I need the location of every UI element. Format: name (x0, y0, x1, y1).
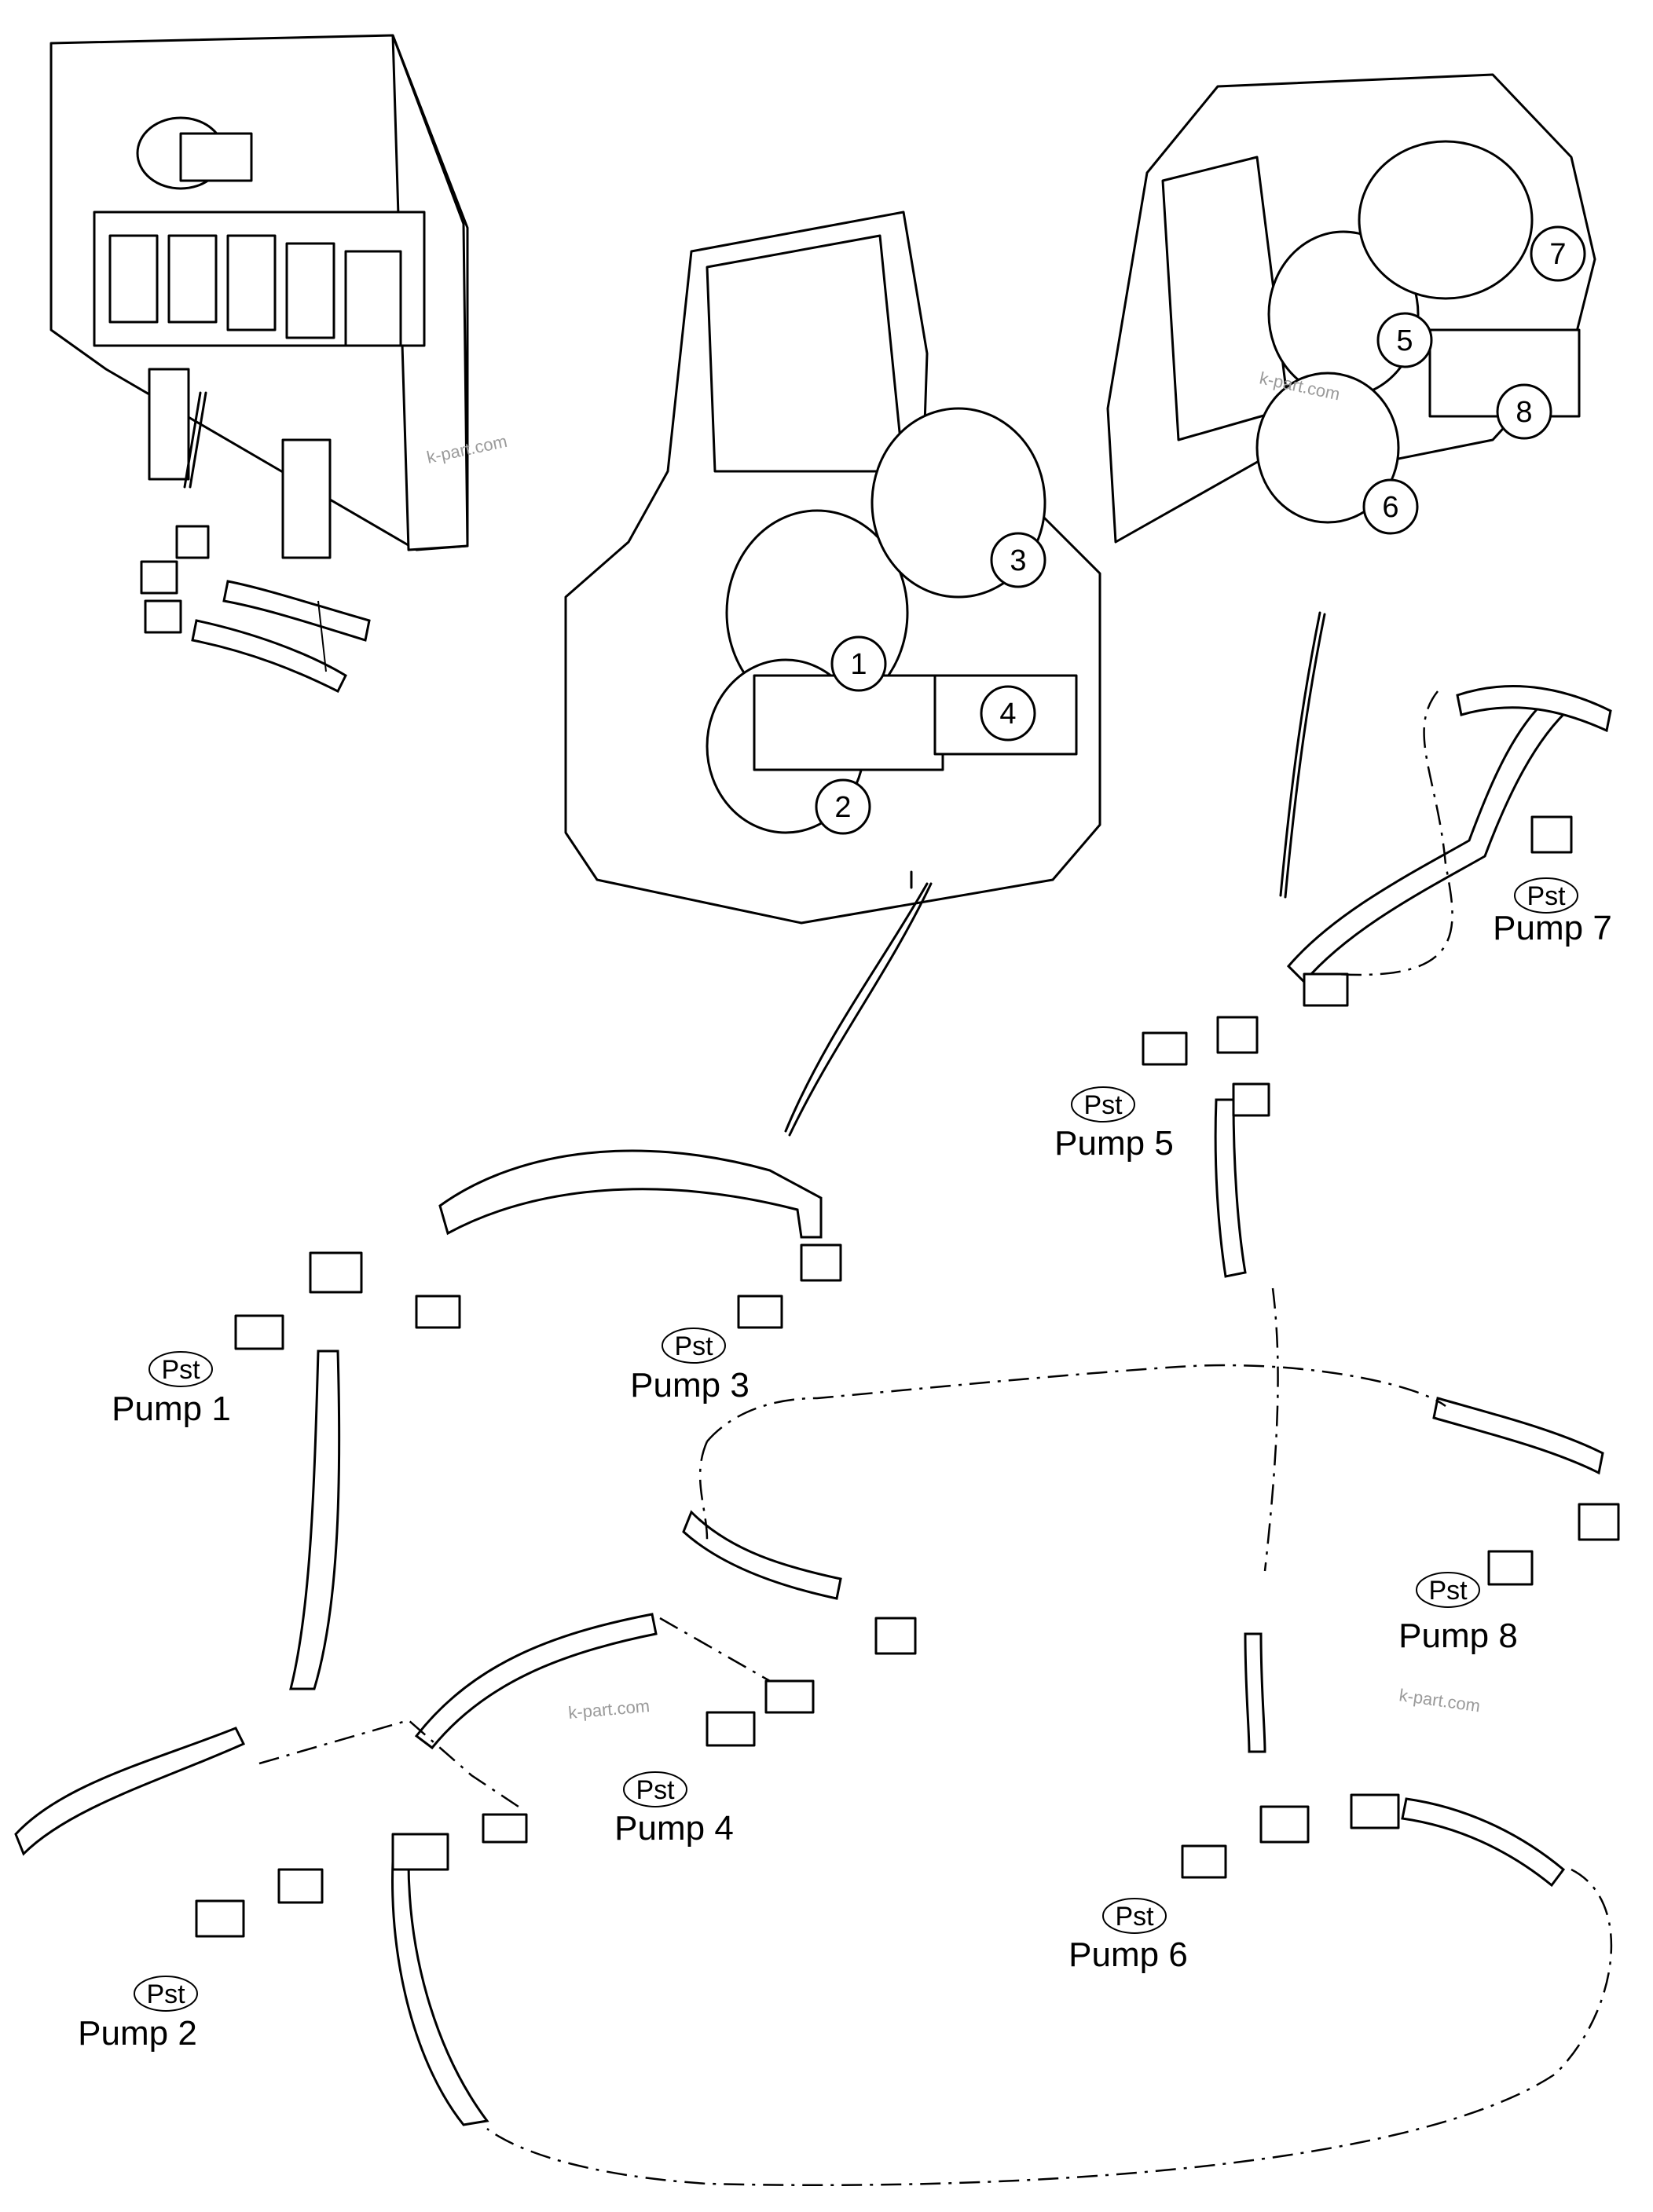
svg-text:Pst: Pst (1115, 1902, 1154, 1932)
hose-assembly-right (1142, 685, 1620, 1888)
pump-7-label: Pst Pump 7 (1493, 877, 1612, 947)
svg-text:Pst: Pst (674, 1331, 713, 1361)
svg-text:Pst: Pst (161, 1355, 200, 1385)
svg-text:Pump 3: Pump 3 (630, 1366, 750, 1404)
svg-text:Pump 4: Pump 4 (614, 1809, 734, 1848)
svg-text:Pst: Pst (1428, 1576, 1468, 1606)
svg-text:3: 3 (1010, 544, 1026, 577)
control-cabinet (49, 34, 469, 559)
pump-2-label: Pst Pump 2 (78, 1976, 198, 2053)
callout-5: 5 (1376, 312, 1433, 368)
svg-text:Pst: Pst (1527, 881, 1566, 911)
hose-assembly-left (14, 1149, 917, 2126)
machine-b (1106, 73, 1596, 899)
callout-8: 8 (1496, 383, 1552, 440)
svg-text:Pst: Pst (636, 1775, 675, 1805)
callout-7: 7 (1530, 225, 1586, 282)
cabinet-fittings (140, 525, 371, 694)
pump-3-label: Pst Pump 3 (630, 1328, 750, 1404)
svg-text:Pump 7: Pump 7 (1493, 909, 1612, 947)
callout-6: 6 (1362, 478, 1419, 535)
svg-text:Pst: Pst (146, 1979, 185, 2009)
svg-text:6: 6 (1382, 491, 1398, 524)
callout-4: 4 (980, 685, 1036, 742)
svg-text:4: 4 (999, 698, 1016, 731)
pump-1-label: Pst Pump 1 (112, 1351, 231, 1428)
svg-text:Pump 8: Pump 8 (1398, 1617, 1518, 1655)
routing-lines (486, 1364, 1613, 2187)
callout-3: 3 (990, 532, 1046, 588)
svg-text:1: 1 (850, 648, 867, 681)
svg-text:Pump 6: Pump 6 (1068, 1936, 1188, 1974)
pump-4-label: Pst Pump 4 (614, 1771, 734, 1848)
pump-6-label: Pst Pump 6 (1068, 1898, 1188, 1974)
svg-text:5: 5 (1396, 324, 1413, 357)
svg-text:8: 8 (1516, 396, 1532, 429)
callout-1: 1 (830, 635, 887, 692)
svg-text:Pump 1: Pump 1 (112, 1390, 231, 1428)
pump-5-label: Pst Pump 5 (1054, 1086, 1174, 1163)
svg-text:Pst: Pst (1083, 1090, 1123, 1120)
watermark: k-part.com (1398, 1685, 1481, 1716)
svg-text:7: 7 (1549, 238, 1566, 271)
callout-2: 2 (815, 778, 871, 835)
watermark: k-part.com (567, 1696, 651, 1723)
pump-8-label: Pst Pump 8 (1398, 1572, 1518, 1655)
svg-text:2: 2 (834, 791, 851, 824)
svg-text:Pump 2: Pump 2 (78, 2014, 197, 2053)
svg-text:Pump 5: Pump 5 (1054, 1124, 1174, 1163)
